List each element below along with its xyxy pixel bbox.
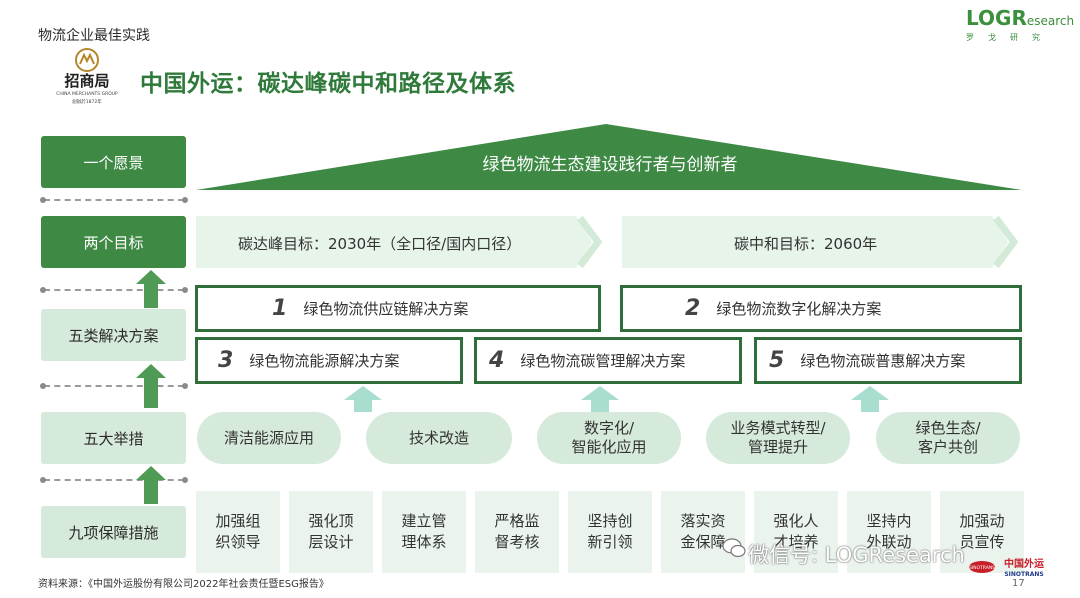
row-label-solutions: 五类解决方案 bbox=[41, 309, 186, 361]
watermark: 微信号: LOGResearch bbox=[748, 543, 965, 567]
divider bbox=[40, 197, 188, 203]
sinotrans-logo: SINOTRANS 中国外运 SINOTRANS bbox=[968, 556, 1052, 578]
row-label-goals: 两个目标 bbox=[41, 216, 186, 268]
svg-text:SINOTRANS: SINOTRANS bbox=[969, 565, 995, 571]
row-label-guarantees: 九项保障措施 bbox=[41, 506, 186, 558]
measure-pill: 数字化/ 智能化应用 bbox=[537, 412, 681, 464]
divider bbox=[40, 477, 188, 483]
guarantee-box: 落实资 金保障 bbox=[661, 491, 745, 573]
up-arrow-icon bbox=[344, 386, 382, 412]
guarantee-box: 坚持内 外联动 bbox=[847, 491, 931, 573]
row-label-measures: 五大举措 bbox=[41, 412, 186, 464]
measure-pill: 绿色生态/ 客户共创 bbox=[876, 412, 1020, 464]
page-number: 17 bbox=[1012, 578, 1025, 589]
up-arrow-icon bbox=[136, 270, 166, 308]
vision-roof bbox=[196, 124, 1022, 190]
wechat-icon bbox=[722, 538, 746, 558]
up-arrow-icon bbox=[851, 386, 889, 412]
guarantee-box: 建立管 理体系 bbox=[382, 491, 466, 573]
up-arrow-icon bbox=[136, 466, 166, 504]
goal-carbon-neutral: 碳中和目标：2060年 bbox=[734, 235, 878, 253]
goal-chevron bbox=[622, 216, 1019, 268]
svg-text:CHINA MERCHANTS GROUP: CHINA MERCHANTS GROUP bbox=[56, 91, 118, 97]
guarantee-box: 强化顶 层设计 bbox=[289, 491, 373, 573]
measure-pill: 清洁能源应用 bbox=[197, 412, 341, 464]
svg-text:中国外运: 中国外运 bbox=[1004, 557, 1044, 570]
guarantee-box: 加强组 织领导 bbox=[196, 491, 280, 573]
page-title: 中国外运：碳达峰碳中和路径及体系 bbox=[140, 71, 516, 97]
up-arrow-icon bbox=[581, 386, 619, 412]
goal-carbon-peak: 碳达峰目标：2030年（全口径/国内口径） bbox=[238, 235, 522, 253]
svg-text:招商局: 招商局 bbox=[64, 72, 109, 90]
divider bbox=[40, 287, 188, 293]
measure-pill: 技术改造 bbox=[366, 412, 512, 464]
guarantee-box: 加强动 员宣传 bbox=[940, 491, 1024, 573]
svg-text:SINOTRANS: SINOTRANS bbox=[1004, 571, 1043, 578]
china-merchants-logo: 招商局 CHINA MERCHANTS GROUP 創辦於1872年 bbox=[54, 48, 120, 106]
up-arrow-icon bbox=[136, 364, 166, 408]
goal-chevron bbox=[196, 216, 603, 268]
vision-text: 绿色物流生态建设践行者与创新者 bbox=[482, 155, 738, 175]
row-label-vision: 一个愿景 bbox=[41, 136, 186, 188]
measure-pill: 业务模式转型/ 管理提升 bbox=[706, 412, 850, 464]
log-research-logo: LOGResearch 罗戈研究 bbox=[966, 6, 1075, 42]
source-note: 资料来源：《中国外运股份有限公司2022年社会责任暨ESG报告》 bbox=[38, 579, 329, 590]
section-label: 物流企业最佳实践 bbox=[38, 28, 150, 44]
guarantee-box: 坚持创 新引领 bbox=[568, 491, 652, 573]
guarantee-box: 强化人 才培养 bbox=[754, 491, 838, 573]
divider bbox=[40, 383, 188, 389]
guarantee-box: 严格监 督考核 bbox=[475, 491, 559, 573]
svg-text:創辦於1872年: 創辦於1872年 bbox=[72, 98, 102, 105]
